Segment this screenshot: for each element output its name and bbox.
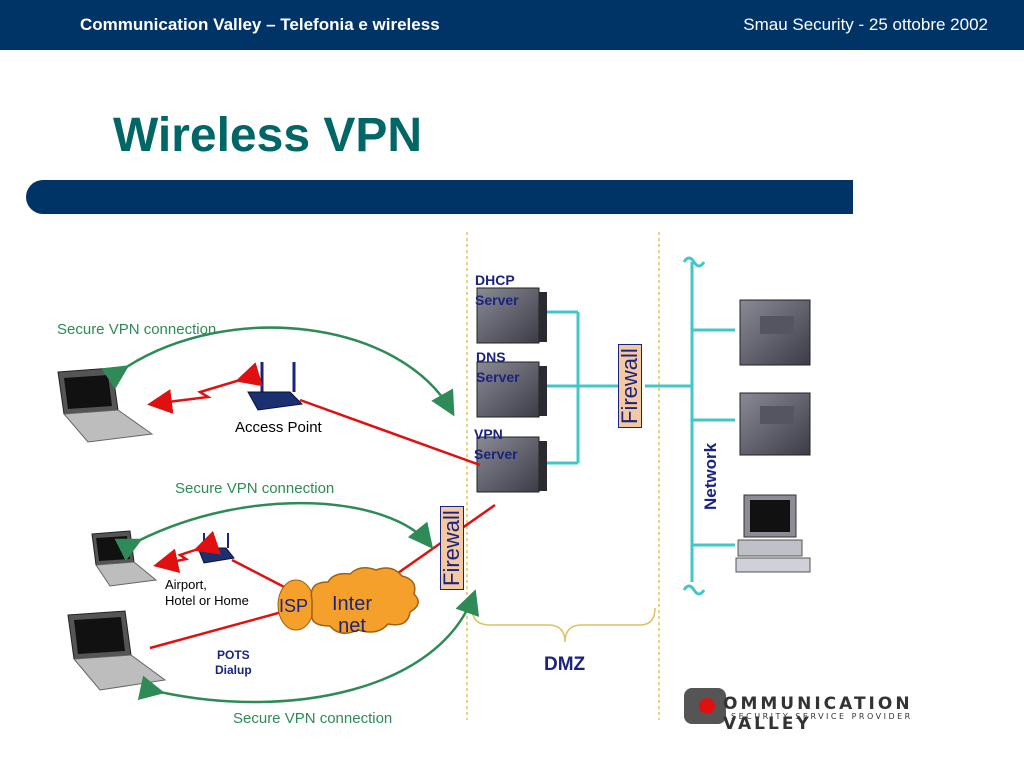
company-logo: OMMUNICATION VALLEY SECURITY SERVICE PRO…	[683, 686, 1003, 734]
pots-dialup-label: POTS Dialup	[215, 648, 252, 677]
slide-title: Wireless VPN	[113, 109, 423, 162]
dns-server-label: DNS Server	[476, 349, 520, 385]
vpn-arrow-middle	[114, 501, 434, 562]
home-ap-to-isp-link	[231, 558, 291, 592]
network-tilde-top	[682, 256, 706, 268]
header-bar: Communication Valley – Telefonia e wirel…	[0, 0, 1024, 50]
dns-server-icon	[476, 361, 547, 418]
title-underline-bar	[26, 180, 853, 214]
laptop-to-isp-link	[149, 610, 283, 650]
header-right-title: Smau Security - 25 ottobre 2002	[743, 15, 988, 34]
header-left-title: Communication Valley – Telefonia e wirel…	[80, 15, 440, 34]
dmz-label: DMZ	[544, 654, 586, 675]
secure-vpn-label-bottom: Secure VPN connection	[233, 710, 393, 727]
desktop-pc-icon	[735, 494, 811, 573]
laptop-middle-icon	[91, 530, 158, 587]
logo-name: OMMUNICATION VALLEY	[723, 694, 913, 734]
internal-server-2-icon	[739, 392, 811, 456]
isp-label: ISP	[279, 596, 309, 616]
airport-label: Airport, Hotel or Home	[165, 577, 249, 608]
internal-server-1-icon	[739, 299, 811, 366]
wireless-link-top	[147, 362, 263, 414]
ap-to-vpn-link	[299, 398, 481, 467]
vpn-server-label: VPN Server	[474, 426, 518, 462]
laptop-top-icon	[57, 367, 154, 443]
vpn-arrow-bottom	[137, 589, 480, 704]
internet-label: Inter net	[331, 593, 373, 637]
secure-vpn-label-middle: Secure VPN connection	[175, 480, 335, 497]
network-label: Network	[701, 442, 720, 510]
home-access-point-icon	[197, 533, 235, 564]
access-point-label: Access Point	[235, 419, 322, 436]
dmz-brace	[471, 607, 656, 643]
dhcp-server-icon	[476, 287, 547, 344]
firewall-outer: Firewall	[439, 506, 464, 590]
vpn-arrow-top	[101, 326, 455, 417]
communication-valley-logo-icon	[684, 688, 726, 724]
dhcp-server-label: DHCP Server	[475, 272, 519, 308]
access-point-icon	[247, 362, 304, 411]
laptop-bottom-icon	[67, 610, 167, 691]
wireless-link-home	[153, 530, 221, 574]
logo-subtitle: SECURITY SERVICE PROVIDER	[731, 712, 913, 721]
secure-vpn-label-top: Secure VPN connection	[57, 321, 217, 338]
firewall-inner: Firewall	[617, 344, 642, 428]
network-tilde-bottom	[682, 584, 706, 596]
